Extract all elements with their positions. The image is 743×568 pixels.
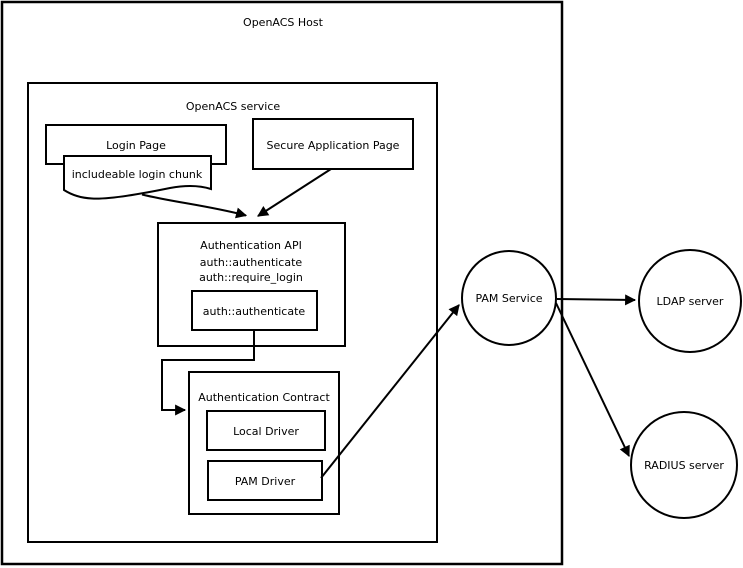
local-driver-label: Local Driver — [233, 425, 299, 438]
auth-api-subtitle-1: auth::authenticate — [200, 256, 303, 269]
radius-server-circle — [630, 411, 738, 519]
auth-authenticate-box — [191, 290, 318, 331]
arrow-pam-driver-to-pam-service — [320, 304, 460, 479]
secure-page-label: Secure Application Page — [267, 139, 400, 152]
pam-driver-label: PAM Driver — [235, 475, 296, 488]
host-title: OpenACS Host — [243, 16, 324, 29]
pam-service-label: PAM Service — [475, 292, 542, 305]
pam-driver-box — [207, 460, 323, 501]
login-chunk-document-shape — [63, 155, 212, 200]
ldap-server-label: LDAP server — [657, 295, 724, 308]
openacs-host-box — [0, 0, 564, 566]
login-page-label: Login Page — [106, 139, 166, 152]
auth-contract-label: Authentication Contract — [198, 391, 330, 404]
service-title: OpenACS service — [186, 100, 281, 113]
login-chunk-label: includeable login chunk — [72, 168, 203, 181]
arrow-login-chunk-to-auth-api — [141, 193, 248, 219]
auth-authenticate-label: auth::authenticate — [203, 305, 306, 318]
pam-service-circle — [461, 250, 557, 346]
arrow-pam-service-to-radius — [555, 302, 630, 457]
ldap-server-circle — [638, 249, 742, 353]
local-driver-box — [206, 410, 326, 451]
auth-api-subtitle-2: auth::require_login — [199, 271, 303, 284]
arrow-auth-authenticate-to-contract — [161, 330, 255, 416]
arrow-secure-page-to-auth-api — [257, 168, 332, 217]
auth-api-title: Authentication API — [200, 239, 302, 252]
secure-application-page-box — [252, 118, 414, 170]
arrow-pam-service-to-ldap — [556, 294, 637, 306]
radius-server-label: RADIUS server — [644, 459, 724, 472]
